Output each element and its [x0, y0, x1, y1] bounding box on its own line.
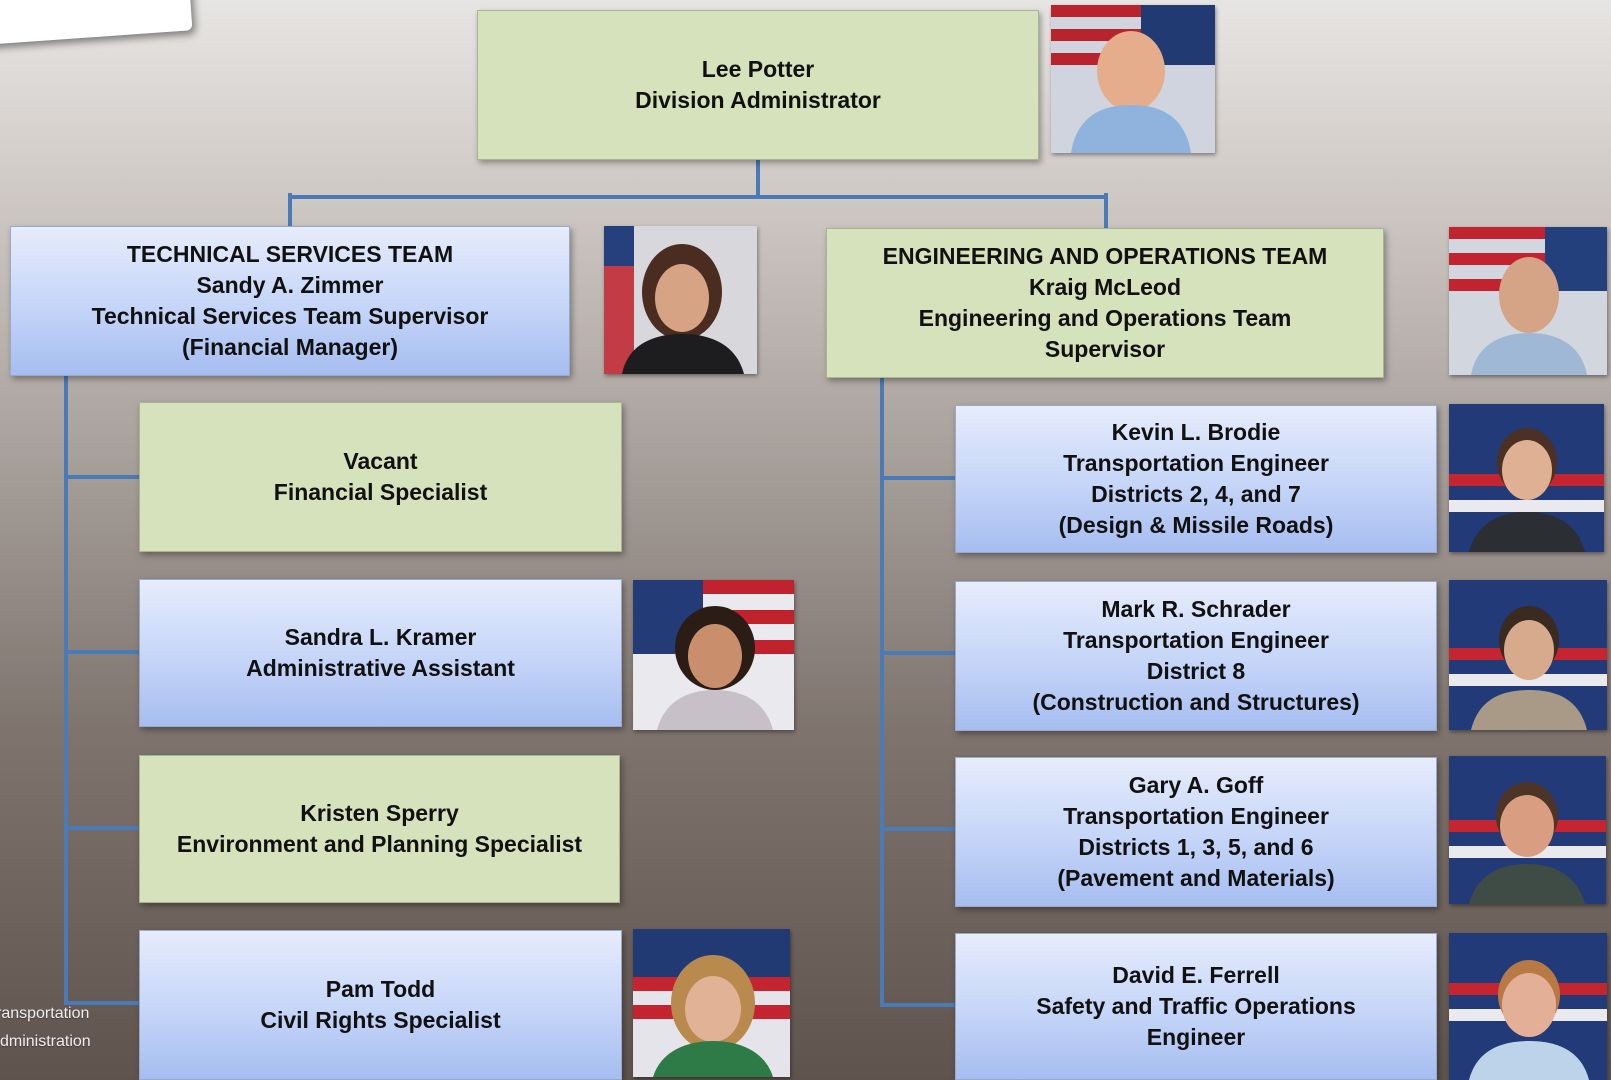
member-districts: Districts 2, 4, and 7: [1091, 481, 1301, 507]
member-name: Kristen Sperry: [300, 800, 459, 826]
engineering-supervisor-title: Engineering and Operations Team: [918, 305, 1292, 331]
logo-line2: dministration: [0, 1033, 91, 1050]
technical-supervisor-name: Sandy A. Zimmer: [196, 272, 384, 298]
engineering-team-label: ENGINEERING AND OPERATIONS TEAM: [882, 243, 1328, 269]
member-note: (Design & Missile Roads): [1058, 512, 1334, 538]
kevin-brodie-photo: [1449, 404, 1604, 552]
division-administrator-box: Lee Potter Division Administrator: [477, 10, 1039, 160]
engineering-supervisor-name: Kraig McLeod: [1028, 274, 1182, 300]
engineering-operations-team-box: ENGINEERING AND OPERATIONS TEAM Kraig Mc…: [826, 228, 1384, 378]
member-title: Financial Specialist: [273, 479, 488, 505]
root-title: Division Administrator: [635, 87, 881, 113]
gary-goff-photo: [1449, 756, 1606, 904]
member-note: (Pavement and Materials): [1057, 865, 1335, 891]
lee-potter-photo: [1051, 5, 1215, 153]
mark-schrader-box: Mark R. Schrader Transportation Engineer…: [955, 581, 1437, 731]
gary-goff-box: Gary A. Goff Transportation Engineer Dis…: [955, 757, 1437, 907]
member-name: Mark R. Schrader: [1101, 596, 1291, 622]
logo-line1: ransportation: [0, 1005, 90, 1022]
connector-engineering-branches: [880, 476, 958, 1007]
technical-supervisor-title: Technical Services Team Supervisor: [91, 303, 489, 329]
david-ferrell-box: David E. Ferrell Safety and Traffic Oper…: [955, 933, 1437, 1080]
member-title: Transportation Engineer: [1063, 627, 1329, 653]
connector-technical-branches: [64, 475, 142, 1005]
member-title: Transportation Engineer: [1063, 803, 1329, 829]
administrative-assistant-box: Sandra L. Kramer Administrative Assistan…: [139, 579, 622, 727]
kraig-mcleod-photo: [1449, 227, 1607, 375]
member-title: Civil Rights Specialist: [260, 1007, 501, 1033]
technical-supervisor-note: (Financial Manager): [182, 334, 398, 360]
member-title: Administrative Assistant: [246, 655, 515, 681]
root-name: Lee Potter: [701, 56, 815, 82]
connector-root-to-teams: [288, 158, 1108, 230]
member-title: Transportation Engineer: [1063, 450, 1329, 476]
mark-schrader-photo: [1449, 580, 1607, 730]
kevin-brodie-box: Kevin L. Brodie Transportation Engineer …: [955, 405, 1437, 553]
david-ferrell-photo: [1449, 933, 1607, 1080]
pam-todd-photo: [633, 929, 790, 1077]
sandy-zimmer-photo: [604, 226, 757, 374]
technical-team-label: TECHNICAL SERVICES TEAM: [126, 241, 454, 267]
member-name: Gary A. Goff: [1128, 772, 1264, 798]
member-title-cont: Engineer: [1146, 1024, 1246, 1050]
member-districts: District 8: [1146, 658, 1246, 684]
member-name: Pam Todd: [325, 976, 436, 1002]
member-name: Kevin L. Brodie: [1111, 419, 1281, 445]
member-title: Environment and Planning Specialist: [176, 831, 583, 857]
member-name: David E. Ferrell: [1112, 962, 1280, 988]
member-note: (Construction and Structures): [1032, 689, 1360, 715]
agency-logo-text: ransportation dministration: [0, 1000, 91, 1056]
engineering-supervisor-title-cont: Supervisor: [1044, 336, 1166, 362]
corner-slide-card: [0, 0, 193, 46]
environment-planning-specialist-box: Kristen Sperry Environment and Planning …: [139, 755, 620, 903]
financial-specialist-box: Vacant Financial Specialist: [139, 402, 622, 552]
member-name: Vacant: [343, 448, 418, 474]
civil-rights-specialist-box: Pam Todd Civil Rights Specialist: [139, 930, 622, 1080]
member-title: Safety and Traffic Operations: [1036, 993, 1356, 1019]
member-districts: Districts 1, 3, 5, and 6: [1078, 834, 1314, 860]
technical-services-team-box: TECHNICAL SERVICES TEAM Sandy A. Zimmer …: [10, 226, 570, 376]
sandra-kramer-photo: [633, 580, 794, 730]
member-name: Sandra L. Kramer: [284, 624, 477, 650]
